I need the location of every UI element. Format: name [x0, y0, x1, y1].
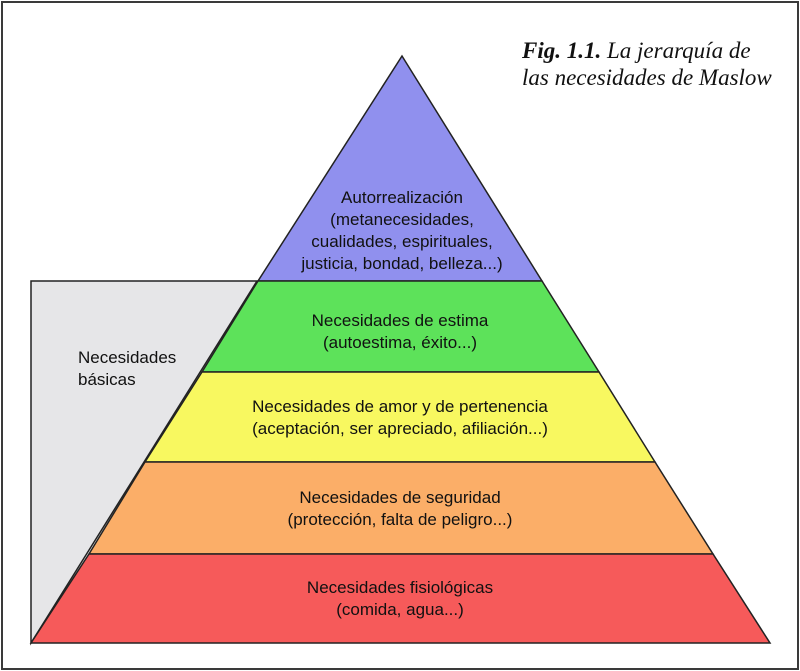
level-fisiologicas: [29, 553, 772, 644]
level-amor-subtitle: (aceptación, ser apreciado, afiliación..…: [252, 419, 548, 438]
level-fisiologicas-subtitle: (comida, agua...): [336, 600, 464, 619]
level-amor-text: Necesidades de amor y de pertenencia (ac…: [180, 396, 620, 440]
level-estima-title: Necesidades de estima: [311, 311, 489, 330]
level-fisiologicas-title: Necesidades fisiológicas: [306, 578, 494, 597]
level-seguridad-subtitle: (protección, falta de peligro...): [287, 510, 513, 529]
level-estima-subtitle: (autoestima, éxito...): [322, 333, 477, 352]
level-amor-title: Necesidades de amor y de pertenencia: [252, 397, 548, 416]
level-seguridad-text: Necesidades de seguridad (protección, fa…: [200, 487, 600, 531]
level-autorrealizacion-line4: justicia, bondad, belleza...): [301, 254, 503, 273]
level-autorrealizacion-text: Autorrealización (metanecesidades, cuali…: [262, 187, 542, 275]
level-autorrealizacion-title: Autorrealización: [341, 188, 463, 207]
caption-number: Fig. 1.1.: [522, 38, 602, 63]
level-seguridad-title: Necesidades de seguridad: [299, 488, 501, 507]
basic-needs-label: Necesidades básicas: [78, 347, 176, 391]
level-autorrealizacion-line3: cualidades, espirituales,: [311, 232, 493, 251]
level-fisiologicas-text: Necesidades fisiológicas (comida, agua..…: [200, 577, 600, 621]
level-estima-text: Necesidades de estima (autoestima, éxito…: [230, 310, 570, 354]
figure-caption: Fig. 1.1. La jerarquía de las necesidade…: [522, 37, 772, 91]
caption-text: La jerarquía de las necesidades de Maslo…: [522, 38, 772, 90]
basic-needs-panel: [30, 280, 259, 646]
level-autorrealizacion-line2: (metanecesidades,: [330, 210, 474, 229]
basic-needs-label-line1: Necesidades: [78, 348, 177, 367]
basic-needs-label-line2: básicas: [78, 370, 136, 389]
